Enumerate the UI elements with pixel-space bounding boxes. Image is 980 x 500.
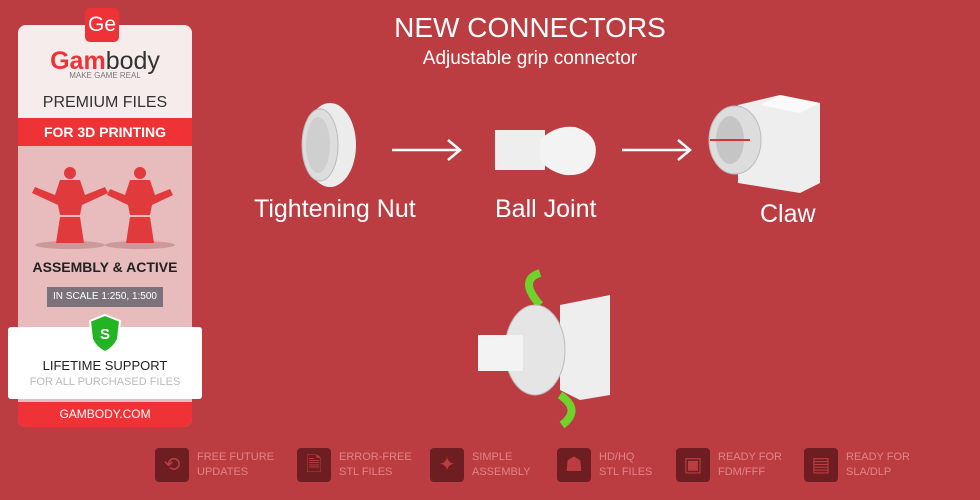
feature-line1: ERROR-FREE <box>339 451 412 463</box>
shield-letter: S <box>100 326 110 343</box>
file-check-icon: 🗎 <box>297 448 331 482</box>
support-box: LIFETIME SUPPORT FOR ALL PURCHASED FILES <box>8 327 202 399</box>
part-label: Ball Joint <box>495 195 597 223</box>
feature-line2: ASSEMBLY <box>472 466 531 478</box>
premium-heading: PREMIUM FILES <box>42 94 168 111</box>
feature-line1: READY FOR <box>718 451 782 463</box>
logo-badge[interactable]: Ge <box>85 8 119 42</box>
page-title: NEW CONNECTORS <box>394 12 666 43</box>
page-subtitle: Adjustable grip connector <box>422 48 638 69</box>
feature-line1: FREE FUTURE <box>197 451 274 463</box>
feature-line2: STL FILES <box>599 466 653 478</box>
ball-joint-image <box>495 126 596 176</box>
bust-icon: ☗ <box>557 448 591 482</box>
tightening-nut-image <box>301 103 356 187</box>
feature-line2: UPDATES <box>197 466 249 478</box>
arrow-icon <box>622 139 692 161</box>
figures-illustration <box>32 167 175 249</box>
parts-illustration <box>301 95 820 429</box>
support-title: LIFETIME SUPPORT <box>42 358 168 373</box>
claw-image <box>708 95 820 193</box>
feature-line2: SLA/DLP <box>846 466 892 478</box>
feature-item: ▤ READY FOR SLA/DLP <box>804 448 910 482</box>
site-link[interactable]: GAMBODY.COM <box>18 402 192 427</box>
feature-line2: FDM/FFF <box>718 466 766 478</box>
assembled-connector-image <box>478 269 610 429</box>
support-subtitle: FOR ALL PURCHASED FILES <box>29 376 181 388</box>
sla-printer-icon: ▤ <box>804 448 838 482</box>
brand-logo[interactable]: Gambody <box>18 47 192 76</box>
feature-item: ☗ HD/HQ STL FILES <box>557 448 652 482</box>
fdm-printer-icon: ▣ <box>676 448 710 482</box>
refresh-icon: ⟲ <box>155 448 189 482</box>
feature-line1: READY FOR <box>846 451 910 463</box>
feature-line1: SIMPLE <box>472 451 513 463</box>
feature-item: ⟲ FREE FUTURE UPDATES <box>155 448 274 482</box>
shield-icon: S <box>88 313 122 353</box>
brand-dark: body <box>105 47 160 75</box>
feature-item: ✦ SIMPLE ASSEMBLY <box>430 448 531 482</box>
print-band: FOR 3D PRINTING <box>18 118 192 146</box>
feature-line1: HD/HQ <box>599 451 635 463</box>
assembly-heading: ASSEMBLY & ACTIVE <box>32 259 178 275</box>
part-label: Claw <box>760 200 816 228</box>
feature-line2: STL FILES <box>339 466 393 478</box>
puzzle-icon: ✦ <box>430 448 464 482</box>
tagline: MAKE GAME REAL <box>69 71 141 80</box>
feature-item: ▣ READY FOR FDM/FFF <box>676 448 782 482</box>
brand-red: Gam <box>50 47 106 75</box>
scale-badge: IN SCALE 1:250, 1:500 <box>47 287 163 307</box>
feature-item: 🗎 ERROR-FREE STL FILES <box>297 448 412 482</box>
part-label: Tightening Nut <box>254 195 416 223</box>
arrow-icon <box>392 139 462 161</box>
